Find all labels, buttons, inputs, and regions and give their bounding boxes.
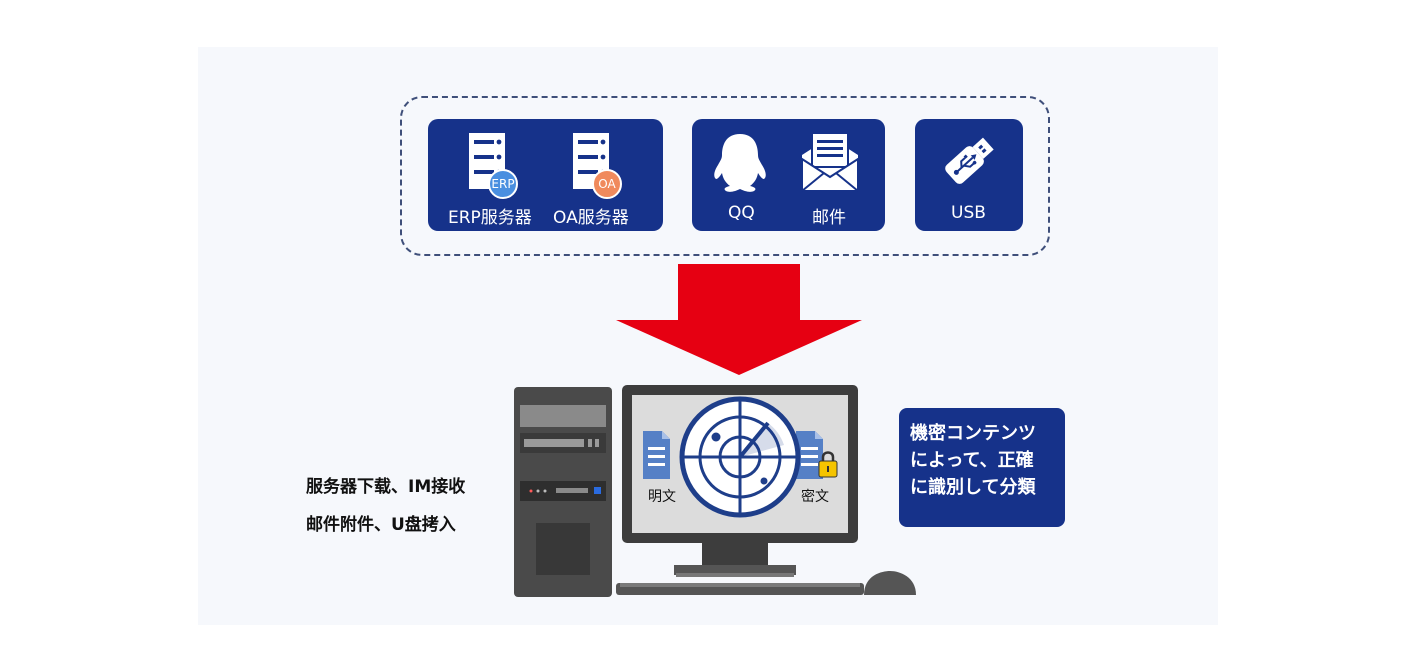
usb-card: USB: [915, 119, 1023, 231]
oa-badge: OA: [592, 169, 622, 199]
mail-label: 邮件: [812, 208, 846, 228]
mail-icon: [801, 132, 859, 192]
servers-card: ERP ERP服务器 OA OA服务器: [428, 119, 663, 231]
source-description-line-2: 邮件附件、U盘拷入: [306, 515, 456, 535]
down-arrow-icon: [616, 264, 862, 375]
erp-badge: ERP: [488, 169, 518, 199]
oa-badge-text: OA: [598, 177, 616, 191]
messaging-card: QQ 邮件: [692, 119, 885, 231]
qq-label: QQ: [728, 203, 755, 223]
desktop-computer-illustration: [514, 385, 916, 597]
info-line-3: に識別して分類: [910, 477, 1036, 498]
cipher-text-label: 密文: [801, 489, 829, 505]
usb-drive-icon: [945, 137, 994, 184]
data-source-group: [400, 96, 1050, 256]
erp-server-label: ERP服务器: [448, 208, 532, 228]
classification-info-box: 機密コンテンツ によって、正確 に識別して分類: [899, 408, 1065, 527]
qq-penguin-icon: [714, 134, 766, 192]
source-description-line-1: 服务器下载、IM接收: [306, 477, 466, 497]
info-line-2: によって、正確: [910, 450, 1034, 471]
usb-label: USB: [951, 203, 986, 223]
info-line-1: 機密コンテンツ: [910, 423, 1036, 444]
plain-text-label: 明文: [648, 489, 676, 505]
erp-badge-text: ERP: [491, 177, 515, 191]
oa-server-label: OA服务器: [553, 208, 629, 228]
